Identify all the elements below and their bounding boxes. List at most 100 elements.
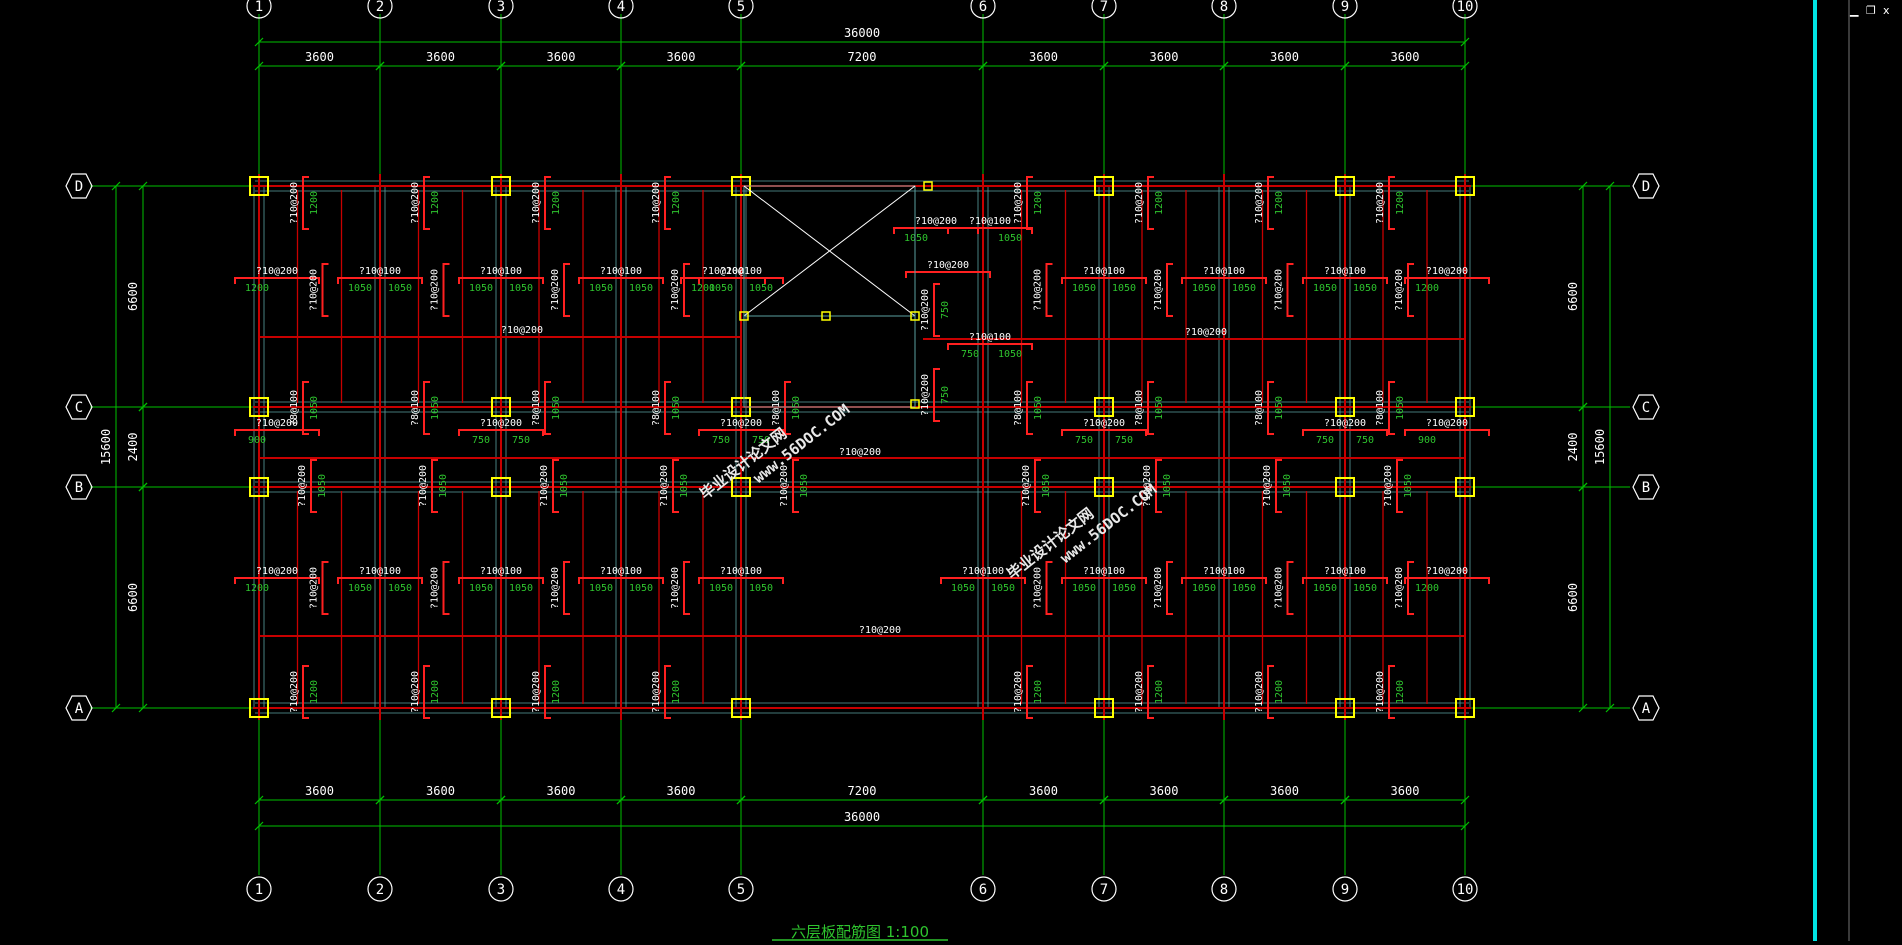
- rebar-upper-3-len-l: 1050: [469, 283, 493, 294]
- rebar-lower-2-bar: [337, 577, 423, 584]
- dim-top-span-7-tick-0: [1099, 61, 1109, 71]
- rebar-A-8-len: 1200: [1274, 680, 1285, 704]
- rebar-C-7-label: ?10@200: [1083, 418, 1125, 429]
- rebar-stair-2-bar: [947, 227, 1033, 234]
- axis-bubble-B-right: [1632, 474, 1660, 500]
- rebar-C-10-bar: [1404, 429, 1490, 436]
- minimize-icon[interactable]: ▁: [1850, 4, 1859, 17]
- column-A9: [1335, 698, 1355, 718]
- rebar-C-v-4-len: 1050: [671, 396, 682, 420]
- rebar-B-v-9-label: ?10@200: [1383, 465, 1394, 507]
- rebar-B-v-8-bar: [1275, 459, 1282, 513]
- column-A10: [1455, 698, 1475, 718]
- rebar-upper-7-len-r: 1050: [1112, 283, 1136, 294]
- rebar-lower-6-len-l: 1050: [951, 583, 975, 594]
- rebar-A-3-len: 1200: [551, 680, 562, 704]
- rebar-A-8-bar: [1267, 665, 1274, 719]
- rebar-B-v-6-bar: [1034, 459, 1041, 513]
- stair-opening-cross-b: [743, 185, 916, 317]
- rebar-stair-6-len: 750: [940, 386, 951, 404]
- axis-bubble-7-top: [1091, 0, 1117, 19]
- dim-top-span-2-tick-0: [375, 61, 385, 71]
- rebar-A-6-label: ?10@200: [1013, 671, 1024, 713]
- rebar-upper-5-len-l: 1200: [691, 283, 715, 294]
- rebar-lower-10-len-l: 1200: [1415, 583, 1439, 594]
- rebar-stair-2-len-r: 1050: [998, 233, 1022, 244]
- rebar-D-7-len: 1200: [1154, 191, 1165, 215]
- rebar-C-7-len-r: 750: [1115, 435, 1133, 446]
- axis-label-D-left: D: [75, 179, 83, 195]
- rebar-upper-5-len-r: 1050: [749, 283, 773, 294]
- rebar-C-5-label: ?10@200: [720, 418, 762, 429]
- rebar-upper-v-9-bar: [1407, 263, 1414, 317]
- rebar-lower-5-len-r: 1050: [749, 583, 773, 594]
- rebar-C-9-len-l: 750: [1316, 435, 1334, 446]
- dim-bottom-span-8-text: 3600: [1270, 784, 1299, 798]
- dim-top-span-4-tick-0: [616, 61, 626, 71]
- rebar-lower-9-label: ?10@100: [1324, 566, 1366, 577]
- close-icon[interactable]: x: [1883, 4, 1890, 17]
- rebar-upper-3-len-r: 1050: [509, 283, 533, 294]
- axis-label-A-right: A: [1642, 701, 1651, 717]
- dimensions-layer: 3600036000360036003600360036003600360036…: [99, 26, 1615, 831]
- dim-bottom-span-9-text: 3600: [1391, 784, 1420, 798]
- dim-bottom-span-7-tick-0: [1099, 795, 1109, 805]
- column-D1: [249, 176, 269, 196]
- rebar-C-5-bar: [698, 429, 784, 436]
- column-B9: [1335, 477, 1355, 497]
- rebar-upper-4-bar: [578, 277, 664, 284]
- rebar-C-v-9-len: 1050: [1395, 396, 1406, 420]
- rebar-lower-4-label: ?10@100: [600, 566, 642, 577]
- column-C3: [491, 397, 511, 417]
- rebar-stair-4-bar: [947, 343, 1033, 350]
- rebar-C-3-len-l: 750: [472, 435, 490, 446]
- restore-icon[interactable]: ❐: [1866, 4, 1876, 17]
- column-C9: [1335, 397, 1355, 417]
- rebar-lower-6-label: ?10@100: [962, 566, 1004, 577]
- rebar-D-2-len: 1200: [430, 191, 441, 215]
- rebar-stair-2-label: ?10@100: [969, 216, 1011, 227]
- rebar-A-3-label: ?10@200: [531, 671, 542, 713]
- rebar-D-1-len: 1200: [309, 191, 320, 215]
- rebar-upper-3-label: ?10@100: [480, 266, 522, 277]
- rebar-upper-5-bar: [680, 277, 766, 284]
- column-D3: [491, 176, 511, 196]
- rebar-lower-v-2-bar: [442, 561, 450, 615]
- axis-label-C-right: C: [1642, 400, 1650, 416]
- rebar-upper-7-label: ?10@100: [1083, 266, 1125, 277]
- rebar-lower-7-len-r: 1050: [1112, 583, 1136, 594]
- rebar-lower-5-bar: [698, 577, 784, 584]
- rebar-lower-8-len-l: 1050: [1192, 583, 1216, 594]
- rebar-C-9-label: ?10@200: [1324, 418, 1366, 429]
- rebar-stair-5-len: 750: [940, 301, 951, 319]
- axis-label-6-bottom: 6: [979, 882, 987, 898]
- rebar-C-v-6-len: 1050: [1033, 396, 1044, 420]
- column-B5: [731, 477, 751, 497]
- rebar-upper-10-len-l: 1200: [1415, 283, 1439, 294]
- rebar-B-v-5-bar: [792, 459, 799, 513]
- axis-bubble-B-left: [65, 474, 93, 500]
- rebar-B-v-9-bar: [1396, 459, 1403, 513]
- rebar-A-2-bar: [423, 665, 430, 719]
- rebar-lower-6-bar: [940, 577, 1026, 584]
- stair-post-1: [821, 311, 831, 321]
- rebar-upper-10-label: ?10@200: [1426, 266, 1468, 277]
- rebar-D-3-label: ?10@200: [531, 182, 542, 224]
- dim-bottom-span-9-tick-1: [1460, 795, 1470, 805]
- rebar-A-9-len: 1200: [1395, 680, 1406, 704]
- rebar-B-v-2-len: 1050: [438, 474, 449, 498]
- rebar-lower-7-bar: [1061, 577, 1147, 584]
- rebar-stair-5-bar: [933, 283, 940, 337]
- rebar-upper-7-bar: [1061, 277, 1147, 284]
- rebar-B-v-3-label: ?10@200: [539, 465, 550, 507]
- axis-bubble-4-bottom: [608, 876, 634, 902]
- axis-label-B-right: B: [1642, 480, 1650, 496]
- rebar-upper-8-len-l: 1050: [1192, 283, 1216, 294]
- long-bar-upper-label: ?10@200: [501, 325, 543, 336]
- rebar-stair-6-bar: [933, 368, 940, 422]
- rebar-C-v-4-label: ?8@100: [651, 390, 662, 426]
- dim-bottom-total-text: 36000: [844, 810, 880, 824]
- dim-bottom-total-tick-0: [254, 821, 264, 831]
